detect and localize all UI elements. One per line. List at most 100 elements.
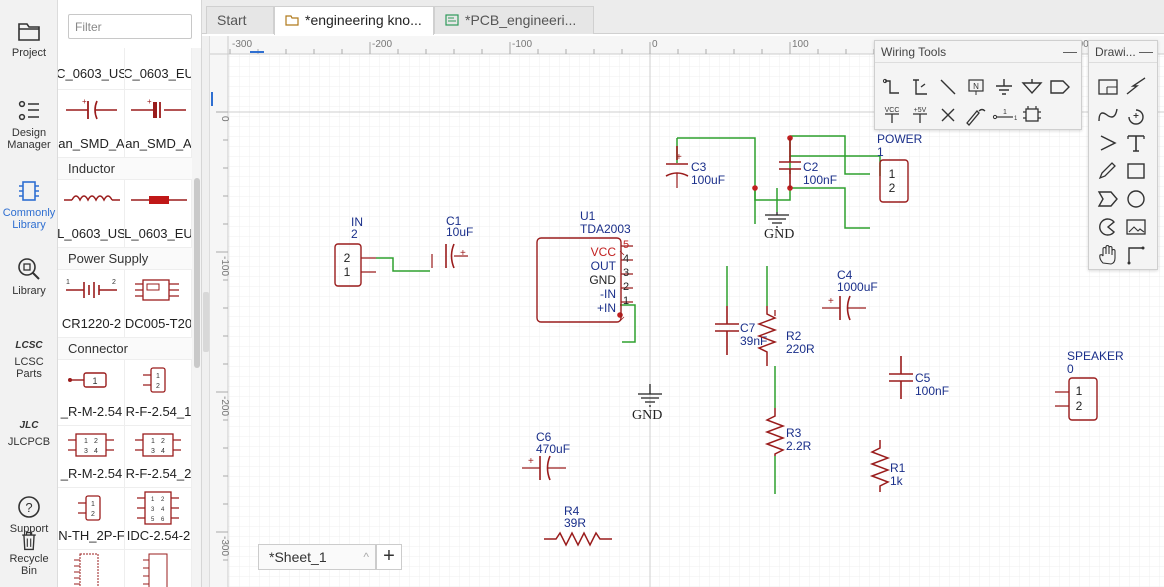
in-pin-2: 2 bbox=[344, 251, 351, 265]
library-item[interactable]: + an_SMD_A bbox=[125, 90, 192, 157]
line-tool[interactable] bbox=[935, 75, 961, 99]
capacitor-c1[interactable]: + C1 10uF bbox=[431, 214, 473, 269]
lcsc-parts-label-2: Parts bbox=[16, 368, 42, 380]
tab-pcb[interactable]: *PCB_engineeri... bbox=[434, 6, 594, 34]
resistor-r3[interactable]: R3 2.2R bbox=[764, 408, 812, 456]
probe-tool[interactable] bbox=[963, 103, 989, 127]
net-port-icon bbox=[1050, 80, 1070, 94]
library-button[interactable]: Library bbox=[0, 256, 58, 297]
library-item[interactable]: + an_SMD_A bbox=[58, 90, 125, 157]
resistor-r4[interactable]: R4 39R bbox=[544, 504, 612, 547]
pan-tool[interactable] bbox=[1095, 243, 1121, 267]
vcc-tool[interactable]: VCC bbox=[879, 103, 905, 127]
project-button[interactable]: Project bbox=[0, 18, 58, 59]
schematic-canvas[interactable]: -300 -200 -100 0 100 200 0 -100 -200 -30… bbox=[210, 36, 1164, 587]
resistor-r1[interactable]: R1 1k bbox=[869, 440, 906, 492]
svg-text:3: 3 bbox=[151, 507, 155, 513]
r2-val: 220R bbox=[786, 342, 815, 356]
add-sheet-button[interactable]: + bbox=[376, 544, 402, 570]
library-item[interactable]: C_0603_US bbox=[58, 48, 125, 89]
r1-ref: R1 bbox=[890, 461, 906, 475]
bezier-tool[interactable] bbox=[1095, 103, 1121, 127]
ruler-label-left: -100 bbox=[219, 256, 230, 276]
ic-u1[interactable]: U1 TDA2003 VCC OUT GND -IN +IN 5 4 3 2 1 bbox=[536, 209, 633, 323]
ground-symbol-2[interactable]: GND bbox=[632, 384, 662, 423]
freehand-tool[interactable] bbox=[1095, 159, 1121, 183]
ground-symbol-1[interactable]: GND bbox=[764, 212, 794, 242]
sheet-caret-icon[interactable]: ^ bbox=[363, 550, 369, 564]
dimension-tool[interactable] bbox=[1123, 243, 1149, 267]
wiring-tools-minimize[interactable]: — bbox=[1063, 43, 1077, 59]
panel-splitter[interactable] bbox=[202, 36, 210, 587]
bus-tool[interactable] bbox=[907, 75, 933, 99]
support-button[interactable]: ? Support bbox=[0, 494, 58, 535]
polyline-tool[interactable] bbox=[1123, 75, 1149, 99]
net-label-tool[interactable]: N bbox=[963, 75, 989, 99]
svg-text:VCC: VCC bbox=[885, 107, 900, 114]
ground-icon bbox=[996, 79, 1012, 95]
svg-text:4: 4 bbox=[94, 448, 98, 455]
design-manager-button[interactable]: Design Manager bbox=[0, 98, 58, 151]
text-tool[interactable] bbox=[1123, 131, 1149, 155]
image-tool[interactable] bbox=[1123, 215, 1149, 239]
library-scrollbar-thumb[interactable] bbox=[194, 178, 200, 368]
circle-tool[interactable] bbox=[1123, 187, 1149, 211]
net-port-tool[interactable] bbox=[1047, 75, 1073, 99]
polygon-tool[interactable] bbox=[1095, 187, 1121, 211]
library-item[interactable]: L_0603_US bbox=[58, 180, 125, 247]
lcsc-parts-button[interactable]: LCSC LCSC Parts bbox=[0, 340, 58, 380]
capacitor-c5[interactable]: C5 100nF bbox=[889, 356, 949, 399]
svg-text:4: 4 bbox=[161, 507, 165, 513]
library-scrollbar[interactable] bbox=[192, 48, 201, 587]
arrow-tool[interactable] bbox=[1095, 131, 1121, 155]
arc-tool[interactable] bbox=[1123, 103, 1149, 127]
capacitor-c3[interactable]: + C3 100uF bbox=[665, 146, 725, 188]
recycle-bin-button[interactable]: Recycle Bin bbox=[0, 530, 58, 577]
drawing-tools-minimize[interactable]: — bbox=[1139, 43, 1153, 59]
sheet-tab[interactable]: *Sheet_1 ^ bbox=[258, 544, 376, 570]
capacitor-c6[interactable]: + C6 470uF bbox=[522, 430, 570, 481]
connector-power[interactable]: POWER 1 1 2 bbox=[877, 132, 923, 203]
plus5v-tool[interactable]: +5V bbox=[907, 103, 933, 127]
svg-text:1: 1 bbox=[151, 438, 155, 445]
jlcpcb-button[interactable]: JLC JLCPCB bbox=[0, 420, 58, 448]
frame-tool[interactable] bbox=[1095, 75, 1121, 99]
drawing-tools-panel: Drawi... — bbox=[1088, 40, 1158, 270]
schematic-svg[interactable]: -300 -200 -100 0 100 200 0 -100 -200 -30… bbox=[210, 36, 1164, 587]
pie-tool[interactable] bbox=[1095, 215, 1121, 239]
rectangle-tool[interactable] bbox=[1123, 159, 1149, 183]
power-flag-tool[interactable] bbox=[1019, 75, 1045, 99]
c1-ref: C1 bbox=[446, 214, 462, 228]
capacitor-c4[interactable]: + C4 1000uF bbox=[822, 268, 878, 321]
connector-speaker[interactable]: SPEAKER 0 1 2 bbox=[1055, 349, 1124, 421]
library-item[interactable]: L_0603_EU bbox=[125, 180, 192, 247]
connector-in[interactable]: IN 2 2 1 bbox=[334, 215, 376, 287]
library-item[interactable] bbox=[125, 550, 192, 587]
inductor-eu-icon bbox=[131, 196, 187, 204]
filter-input[interactable] bbox=[68, 14, 192, 39]
wire-tool[interactable] bbox=[879, 75, 905, 99]
splitter-handle[interactable] bbox=[203, 292, 209, 352]
no-connect-tool[interactable] bbox=[935, 103, 961, 127]
library-item[interactable]: C_0603_EU bbox=[125, 48, 192, 89]
resistor-r2[interactable]: R2 220R bbox=[756, 306, 815, 366]
terminal-2p-icon: 12 bbox=[78, 495, 101, 521]
capacitor-c7[interactable]: C7 39nF bbox=[715, 306, 767, 355]
sheet-symbol-tool[interactable] bbox=[1019, 103, 1045, 127]
capacitor-c2[interactable]: C2 100nF bbox=[779, 138, 837, 188]
library-item[interactable]: 1 R-M-2.54_ bbox=[58, 360, 125, 425]
commonly-library-button[interactable]: Commonly Library bbox=[0, 178, 58, 231]
library-item[interactable]: DC005-T20 bbox=[125, 270, 192, 337]
tab-start[interactable]: Start bbox=[206, 6, 274, 34]
ground-tool[interactable] bbox=[991, 75, 1017, 99]
list-icon bbox=[18, 100, 39, 121]
tab-schematic[interactable]: *engineering kno... bbox=[274, 6, 434, 35]
library-item[interactable] bbox=[58, 550, 125, 587]
